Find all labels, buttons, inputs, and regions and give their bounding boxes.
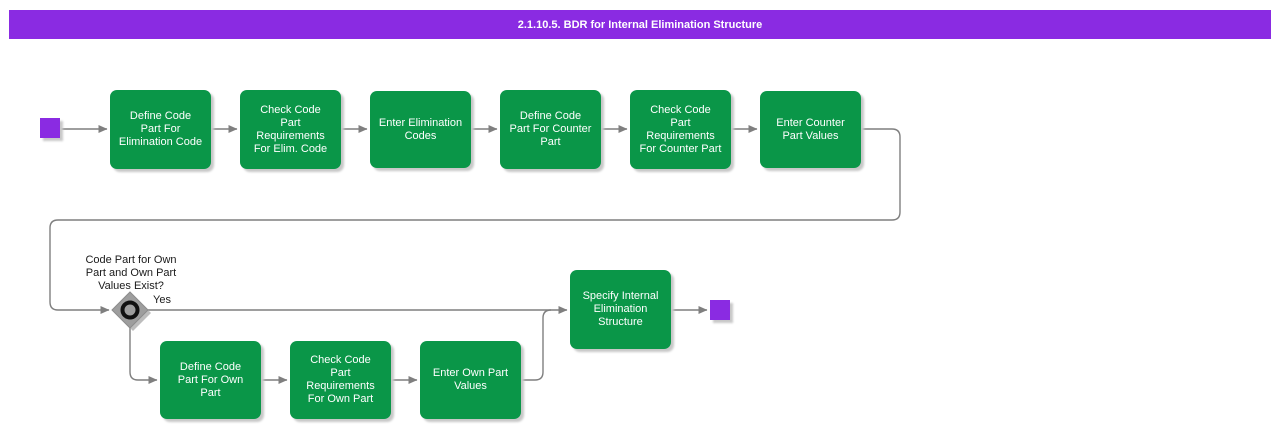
activity-check-counter-part: Check Code Part Requirements For Counter… (630, 90, 731, 169)
start-node (40, 118, 60, 138)
diagram-title-bar: 2.1.10.5. BDR for Internal Elimination S… (9, 10, 1271, 39)
activity-define-own-part: Define Code Part For Own Part (160, 341, 261, 419)
activity-enter-counter-part-values: Enter Counter Part Values (760, 91, 861, 168)
decision-yes-label: Yes (153, 294, 171, 306)
end-node (710, 300, 730, 320)
connector-decision-to-define-own (129, 328, 158, 384)
activity-define-elimination-code: Define Code Part For Elimination Code (110, 90, 211, 169)
connector-enter-counter-to-decision (49, 128, 901, 314)
decision-diamond-shape (111, 291, 149, 329)
decision-question-label: Code Part for Own Part and Own Part Valu… (85, 254, 177, 292)
activity-enter-own-part-values: Enter Own Part Values (420, 341, 521, 419)
connector-enter-own-to-join (521, 309, 552, 381)
decision-circle-icon (120, 300, 140, 320)
decision-diamond (111, 291, 151, 331)
activity-check-elim-code: Check Code Part Requirements For Elim. C… (240, 90, 341, 169)
activity-enter-elimination-codes: Enter Elimination Codes (370, 91, 471, 168)
activity-define-counter-part: Define Code Part For Counter Part (500, 90, 601, 169)
activity-check-own-part: Check Code Part Requirements For Own Par… (290, 341, 391, 419)
diagram-title: 2.1.10.5. BDR for Internal Elimination S… (517, 18, 763, 31)
activity-specify-internal-elimination-structure: Specify Internal Elimination Structure (570, 270, 671, 349)
